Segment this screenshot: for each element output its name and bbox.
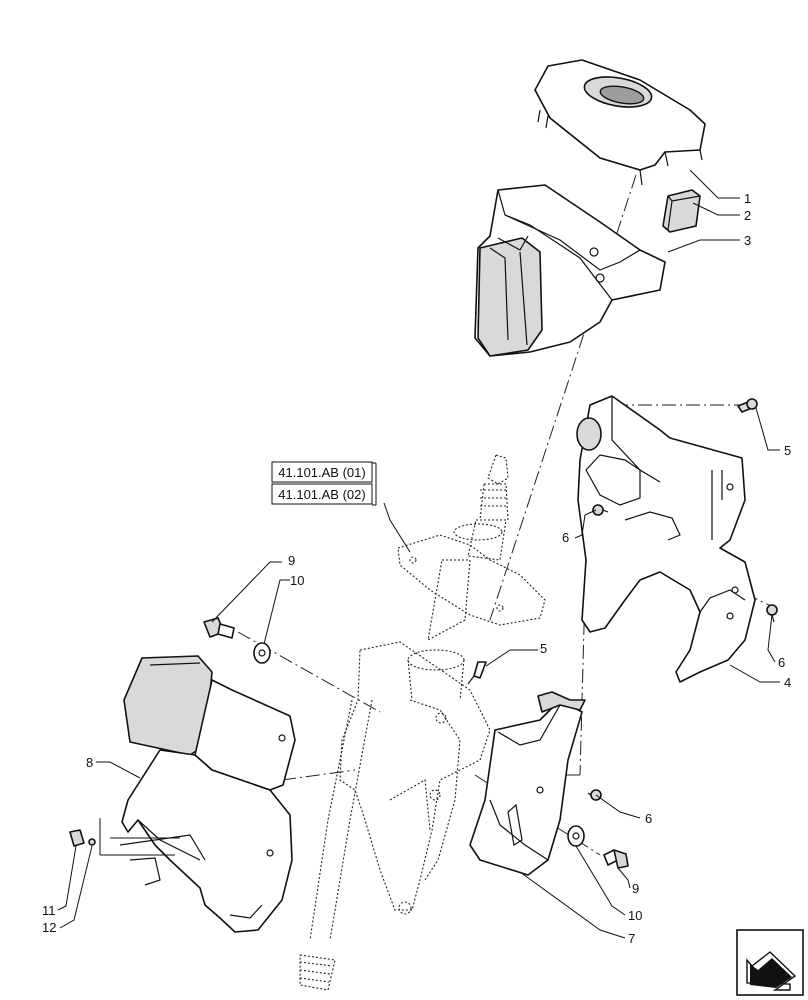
screw-bottom-right [587,789,602,801]
lower-right-shroud [469,691,586,876]
callout-2: 2 [744,208,751,223]
reference-label-2[interactable]: 41.101.AB (02) [278,487,365,502]
leader-lines [57,169,780,939]
callout-7: 7 [628,931,635,946]
callout-8: 8 [86,755,93,770]
upper-shroud [474,184,666,357]
callout-4: 4 [784,675,791,690]
callout-1: 1 [744,191,751,206]
steering-column [299,454,546,991]
clip-small [69,829,85,847]
right-side-shroud [576,395,756,683]
callout-12: 12 [42,920,56,935]
callout-6-bottom: 6 [645,811,652,826]
screw-small [88,838,96,846]
callout-labels: 1 2 3 4 5 5 6 6 6 7 8 9 9 10 10 11 12 [42,191,791,946]
screw-left-of-shroud [592,504,609,516]
callout-6-right: 6 [778,655,785,670]
screw-center [467,661,487,685]
callout-11: 11 [42,903,56,918]
washer-right [567,825,585,847]
bolt-right [603,849,629,869]
bolt-left [203,617,235,639]
reference-label-1[interactable]: 41.101.AB (01) [278,465,365,480]
reference-box-2[interactable]: 41.101.AB (02) [271,483,373,505]
top-cover [534,59,706,186]
washer-left [253,642,271,664]
lower-left-shroud [119,655,296,933]
callout-10-left: 10 [290,573,304,588]
screw-lower-right [766,604,778,623]
callout-6-left: 6 [562,530,569,545]
arrow-icon[interactable] [736,929,804,996]
callout-5-top: 5 [784,443,791,458]
screw-top-right [737,398,758,413]
callout-5-center: 5 [540,641,547,656]
reference-box-1[interactable]: 41.101.AB (01) [271,461,373,483]
callout-10-right: 10 [628,908,642,923]
callout-3: 3 [744,233,751,248]
insert-block [662,189,701,233]
callout-9-left: 9 [288,553,295,568]
callout-9-right: 9 [632,881,639,896]
